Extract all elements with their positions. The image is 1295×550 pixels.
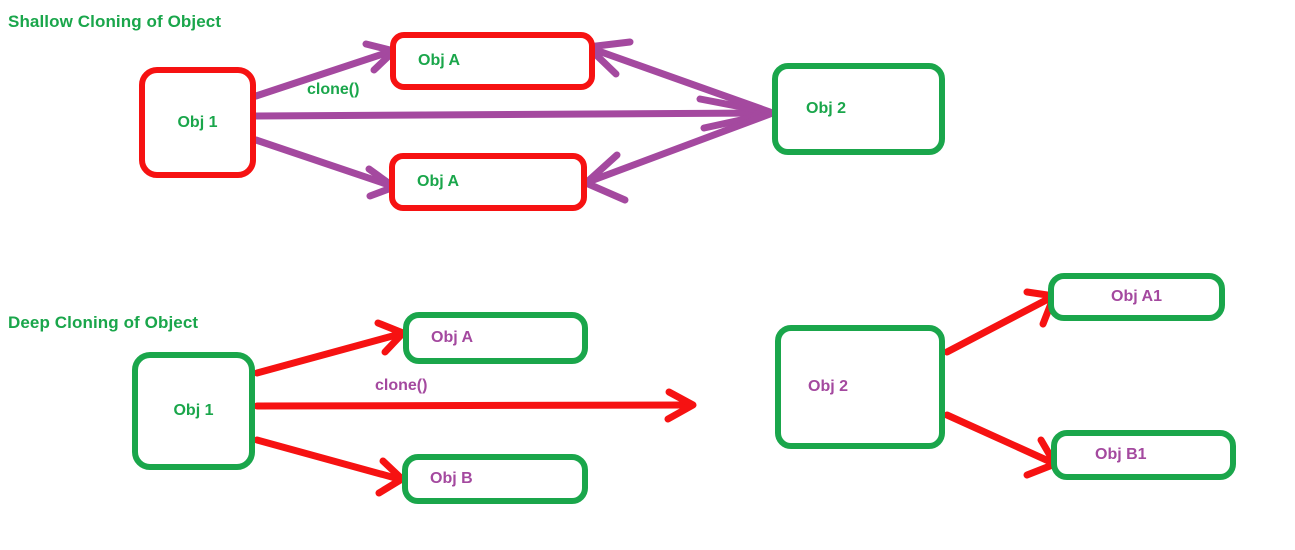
node-deep-objb1-label: Obj B1 xyxy=(1095,446,1147,463)
node-shallow-obj1[interactable]: Obj 1 xyxy=(139,67,256,178)
node-deep-obj2-label: Obj 2 xyxy=(808,378,849,395)
arrow-obj2-to-obja-top xyxy=(586,44,774,116)
node-deep-obja1[interactable]: Obj A1 xyxy=(1048,273,1225,321)
node-deep-objb1[interactable]: Obj B1 xyxy=(1051,430,1236,480)
arrowhead-deep-obj1-to-obja xyxy=(374,319,407,356)
node-shallow-obj2-label: Obj 2 xyxy=(806,100,847,117)
node-deep-obj2[interactable]: Obj 2 xyxy=(775,325,945,449)
node-shallow-obja-bottom-label: Obj A xyxy=(417,173,460,190)
arrow-deep-obj1-to-objb xyxy=(253,436,403,483)
arrow-obj1-to-obj2 xyxy=(252,109,774,120)
node-shallow-obj2[interactable]: Obj 2 xyxy=(772,63,945,155)
arrow-deep-obj2-to-objb1 xyxy=(943,411,1057,467)
deep-section-title: Deep Cloning of Object xyxy=(8,313,199,332)
arrow-obj1-to-obja-bottom xyxy=(252,136,396,190)
arrow-obj2-to-obja-bottom xyxy=(584,110,774,186)
node-deep-obja[interactable]: Obj A xyxy=(403,312,588,364)
node-shallow-obja-bottom[interactable]: Obj A xyxy=(389,153,587,211)
arrowhead-deep-obj1-to-objb xyxy=(375,457,406,497)
shallow-section-title: Shallow Cloning of Object xyxy=(8,12,222,31)
node-deep-obja-label: Obj A xyxy=(431,329,474,346)
shallow-clone-label: clone() xyxy=(307,81,360,98)
node-shallow-obj1-label: Obj 1 xyxy=(177,113,218,131)
node-deep-obja1-label: Obj A1 xyxy=(1111,288,1162,305)
deep-clone-label: clone() xyxy=(375,377,428,394)
arrowhead-obj1-to-obj2 xyxy=(696,95,777,132)
arrowhead-obj2-to-obja-bottom xyxy=(582,151,629,204)
node-deep-objb[interactable]: Obj B xyxy=(402,454,588,504)
node-shallow-obja-top[interactable]: Obj A xyxy=(390,32,595,90)
arrow-deep-obj1-to-obj2 xyxy=(253,401,694,410)
arrow-deep-obj1-to-obja xyxy=(253,330,404,377)
node-shallow-obja-top-label: Obj A xyxy=(418,52,461,69)
arrow-deep-obj2-to-obja1 xyxy=(943,293,1056,356)
node-deep-objb-label: Obj B xyxy=(430,470,473,487)
node-deep-obj1-label: Obj 1 xyxy=(173,402,214,419)
arrowhead-deep-obj1-to-obj2 xyxy=(664,388,697,423)
node-deep-obj1[interactable]: Obj 1 xyxy=(132,352,255,470)
